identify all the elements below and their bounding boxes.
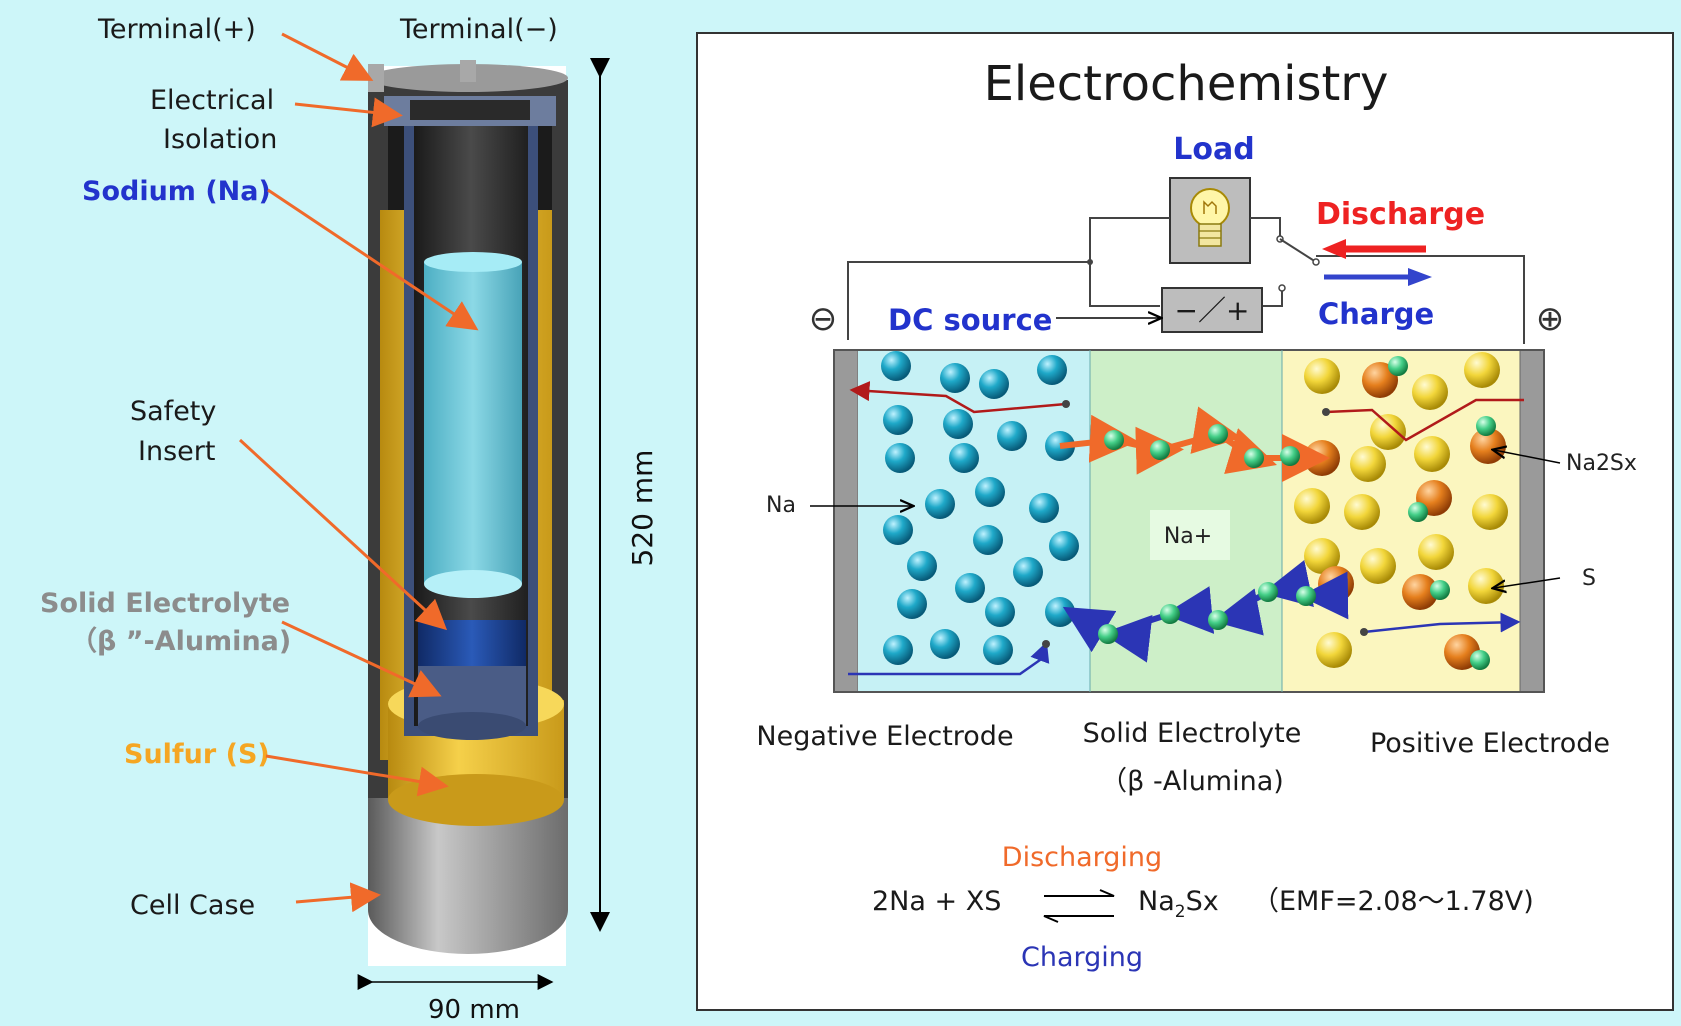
sulfur-label: Sulfur (S) [124,739,270,770]
reaction-left: 2Na + XS [872,886,1001,917]
case-label: Cell Case [130,890,255,921]
cell-labels: Terminal(+) Terminal(−) Electrical Isola… [40,14,558,921]
sodium-column [424,262,522,584]
electron-flow-positive-discharge [1325,398,1524,442]
terminal-neg-post [460,60,476,82]
positive-collector [1519,349,1545,693]
electrolyte-label-2: （β ”-Alumina) [70,626,291,657]
electrolyte-pointer [281,620,442,698]
isolation-cap-inner [410,100,530,120]
safety-label-2: Insert [138,436,215,467]
plus-symbol: ⊕ [1536,299,1565,339]
isolation-label-2: Isolation [163,124,277,155]
electrolyte-band-bottom [418,712,526,740]
safety-label-1: Safety [130,396,216,427]
charge-label: Charge [1318,297,1434,331]
terminal-pos-post [368,64,384,92]
terminal-pos-label: Terminal(+) [97,14,256,45]
load-label: Load [1173,132,1254,167]
na2sx-label: Na2Sx [1566,451,1637,476]
positive-caption: Positive Electrode [1370,728,1610,759]
dc-source-box [1161,287,1263,333]
ion-path-charge [1062,560,1349,663]
electron-flow-negative-charge [848,641,1050,676]
terminal-pos-pointer [281,32,374,81]
product-sub: 2 [1175,902,1186,922]
negative-collector [833,349,859,693]
sodium-label: Sodium (Na) [82,176,271,207]
na-plus-label: Na+ [1164,524,1212,549]
minus-symbol: ⊖ [809,299,838,339]
product-rest: Sx [1186,886,1219,917]
switch-icon [1087,235,1320,292]
sulfur-atoms [1294,352,1508,668]
electron-flow-positive-charge [1363,612,1521,634]
emf-label: （EMF=2.08～1.78V) [1252,886,1534,917]
isolation-label-1: Electrical [150,85,274,116]
sodium-atoms [881,351,1079,665]
na-plus-box [1150,510,1230,560]
solid-caption-2: （β -Alumina) [1100,766,1284,797]
bulb-icon [1190,188,1230,247]
cell-cutaway [368,60,568,966]
electron-flow-negative-discharge [849,381,1067,414]
panel-title: Electrochemistry [984,56,1389,112]
cell-case-base [368,866,568,954]
discharge-arrowhead [1322,239,1346,259]
sodium-top [424,252,522,272]
product-base: Na [1138,886,1175,917]
charging-label: Charging [1021,942,1143,973]
ion-path-discharge [1059,406,1330,482]
dc-source-symbol: −／+ [1175,294,1250,327]
safety-pointer [238,438,448,631]
discharging-label: Discharging [1002,842,1162,873]
negative-caption: Negative Electrode [756,721,1013,752]
s-pointer [1494,577,1561,588]
terminal-neg-label: Terminal(−) [399,14,558,45]
electrolyte-label-1: Solid Electrolyte [40,588,290,619]
na2sx-pointer [1494,450,1561,464]
isolation-pointer [294,97,403,128]
cell-frame [833,349,1545,693]
electrochem-panel: Electrochemistry Load −／ [696,32,1674,1011]
sodium-pointer [267,188,479,331]
dimension-arrows: 520 mm 90 mm [357,58,659,1025]
sodium-bottom [424,570,522,598]
reaction-product: Na2Sx [1138,886,1219,922]
na-label: Na [766,493,796,518]
dc-source-label: DC source [888,303,1052,337]
height-label: 520 mm [626,450,659,567]
discharge-label: Discharge [1316,197,1485,232]
s-label: S [1582,566,1596,591]
width-label: 90 mm [428,995,520,1025]
charge-arrowhead [1408,268,1432,286]
case-pointer [295,882,381,913]
solid-caption-1: Solid Electrolyte [1083,718,1302,749]
safety-insert-band [418,620,526,666]
sulfur-pointer [265,754,449,797]
